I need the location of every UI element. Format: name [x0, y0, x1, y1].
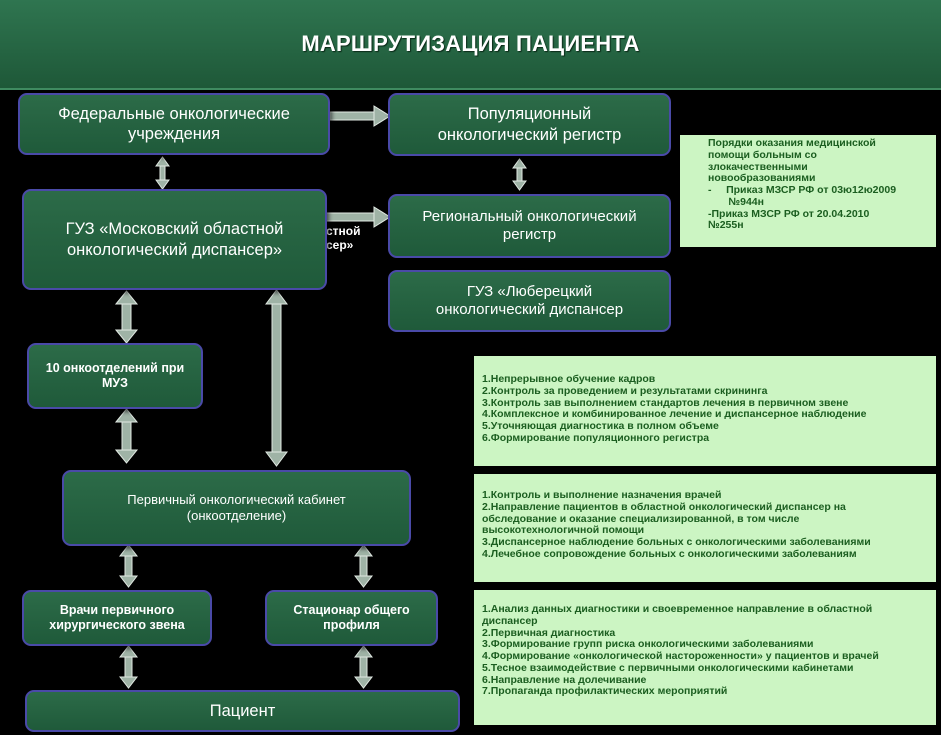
- note-cabinet-task: 7.Пропаганда профилактических мероприяти…: [482, 685, 728, 698]
- arrow-cabinet-hospital: [353, 544, 374, 588]
- box-primary-cabinet-line-2: (онкоотделение): [186, 508, 287, 523]
- note-department-task: 4.Лечебное сопровождение больных с онкол…: [482, 547, 857, 560]
- note-orders-line: №944н: [708, 195, 764, 208]
- note-orders-line: новообразованиями: [708, 172, 816, 185]
- box-regional-registry-label: Региональный онкологический регистр: [422, 207, 637, 243]
- note-orders-line: - Приказ МЗСР РФ от 03ю12ю2009: [708, 184, 897, 196]
- box-surgeons-label: Врачи первичного хирургического звена: [49, 602, 185, 632]
- box-lubertsy-dispensary: ГУЗ «Люберецкий онкологический диспансер: [388, 270, 671, 332]
- note-regional-task: 3.Контроль зав выполнением стандартов ле…: [482, 396, 849, 409]
- box-population-registry-label: Популяционный онкологический регистр: [437, 105, 622, 144]
- note-cabinet-task: 4.Формирование «онкологической настороже…: [482, 650, 879, 662]
- page-title: МАРШРУТИЗАЦИЯ ПАЦИЕНТА: [301, 31, 640, 56]
- note-cabinet-task: 5.Тесное взаимодействие с первичными онк…: [482, 661, 854, 674]
- note-regional-task: 1.Непрерывное обучение кадров: [482, 373, 656, 385]
- box-regional-registry: Региональный онкологический регистр: [388, 194, 671, 258]
- box-general-hospital: Стационар общего профиля: [265, 590, 438, 646]
- arrow-moscow-departments: [114, 290, 139, 344]
- note-regional-task: 2.Контроль за проведением и результатами…: [482, 384, 768, 397]
- fragment-line-1: стной: [326, 224, 361, 238]
- box-moscow-dispensary: ГУЗ «Московский областной онкологический…: [22, 189, 327, 290]
- note-orders-line: Порядки оказания медицинской: [708, 137, 876, 149]
- note-department-task: обследование и оказание специализированн…: [482, 512, 800, 525]
- arrow-population-regional: [512, 158, 527, 191]
- arrow-federal-moscow: [155, 156, 170, 190]
- arrow-moscow-cabinet: [265, 289, 288, 467]
- note-care-orders: Порядки оказания медицинской помощи боль…: [680, 135, 936, 247]
- header-banner: МАРШРУТИЗАЦИЯ ПАЦИЕНТА: [0, 0, 941, 90]
- box-federal-label: Федеральные онкологические учреждения: [58, 104, 290, 143]
- note-orders-line: помощи больным со: [708, 148, 817, 161]
- arrow-moscow-to-regional: [325, 206, 391, 228]
- box-surgeons: Врачи первичного хирургического звена: [22, 590, 212, 646]
- box-general-hospital-label: Стационар общего профиля: [293, 602, 410, 632]
- note-department-task: 1.Контроль и выполнение назначения враче…: [482, 489, 722, 501]
- note-cabinet-task: 6.Направление на долечивание: [482, 673, 647, 686]
- arrow-federal-to-population: [329, 105, 391, 127]
- note-orders-line: -Приказ МЗСР РФ от 20.04.2010: [708, 207, 870, 220]
- box-population-registry: Популяционный онкологический регистр: [388, 93, 671, 156]
- note-regional-task: 4.Комплексное и комбинированное лечение …: [482, 408, 867, 421]
- box-primary-cabinet: Первичный онкологический кабинет (онкоот…: [62, 470, 411, 546]
- note-orders-line: злокачественными: [708, 160, 808, 173]
- arrow-cabinet-surgeons: [118, 544, 139, 588]
- arrow-surgeons-patient: [118, 645, 139, 689]
- note-cabinet-tasks: 1.Анализ данных диагностики и своевремен…: [474, 590, 936, 725]
- note-department-tasks: 1.Контроль и выполнение назначения враче…: [474, 474, 936, 582]
- note-regional-dispensary-tasks: 1.Непрерывное обучение кадров 2.Контроль…: [474, 356, 936, 466]
- box-moscow-dispensary-label: ГУЗ «Московский областной онкологический…: [65, 220, 284, 259]
- box-patient: Пациент: [25, 690, 460, 732]
- box-primary-cabinet-text: Первичный онкологический кабинет (онкоот…: [127, 492, 345, 524]
- note-cabinet-task: 1.Анализ данных диагностики и своевремен…: [482, 603, 873, 615]
- box-ten-departments-label: 10 онкоотделений при МУЗ: [45, 360, 185, 390]
- note-orders-line: №255н: [708, 219, 744, 232]
- box-lubertsy-label: ГУЗ «Люберецкий онкологический диспансер: [435, 282, 624, 318]
- box-patient-label: Пациент: [209, 701, 276, 720]
- note-regional-task: 6.Формирование популяционного регистра: [482, 431, 710, 444]
- box-federal-institutions: Федеральные онкологические учреждения: [18, 93, 330, 155]
- overlap-fragment: стной сер»: [326, 224, 361, 253]
- note-cabinet-task: 3.Формирование групп риска онкологически…: [482, 638, 814, 651]
- note-regional-task: 5.Уточняющая диагностика в полном объеме: [482, 420, 719, 432]
- box-primary-cabinet-line-1: Первичный онкологический кабинет: [127, 492, 346, 508]
- note-cabinet-task: диспансер: [482, 614, 538, 627]
- note-department-task: 2.Направление пациентов в областной онко…: [482, 500, 846, 513]
- fragment-line-2: сер»: [326, 238, 354, 253]
- note-department-task: 3.Диспансерное наблюдение больных с онко…: [482, 536, 871, 548]
- note-department-task: высокотехнологичной помощи: [482, 524, 645, 537]
- box-ten-departments: 10 онкоотделений при МУЗ: [27, 343, 203, 409]
- note-cabinet-task: 2.Первичная диагностика: [482, 626, 616, 639]
- arrow-hospital-patient: [353, 645, 374, 689]
- arrow-departments-cabinet: [114, 408, 139, 464]
